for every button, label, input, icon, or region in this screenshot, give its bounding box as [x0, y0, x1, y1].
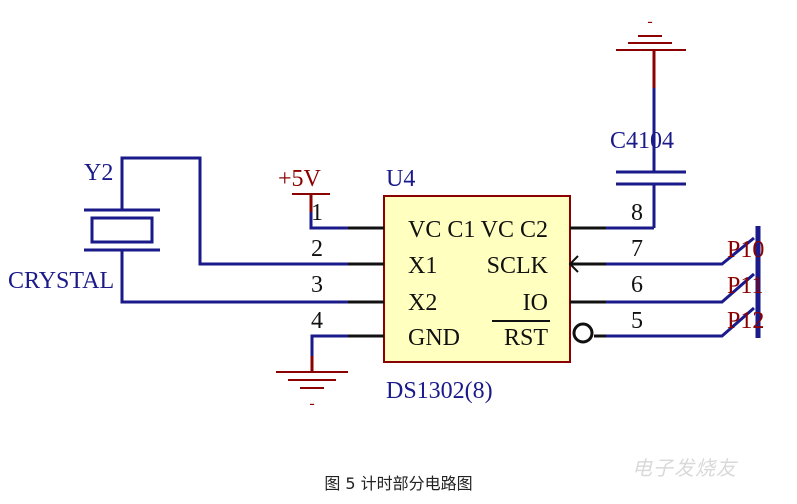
- crystal-value: CRYSTAL: [8, 268, 114, 294]
- pin-name-rst: RST: [504, 325, 548, 351]
- power-label: +5V: [278, 166, 322, 192]
- rst-inversion-bubble: [572, 322, 594, 344]
- pin-number-5: 5: [631, 308, 643, 334]
- port-label-p12: P12: [727, 308, 764, 334]
- pin-name-io: IO: [523, 290, 548, 316]
- port-label-p10: P10: [727, 237, 764, 263]
- capacitor-symbol: [616, 170, 686, 186]
- left-pin-stubs: [348, 226, 384, 338]
- port-wires: [606, 236, 755, 338]
- right-pin-stubs: [570, 226, 606, 338]
- sclk-clock-marker: [568, 255, 579, 273]
- pin-name-x2: X2: [408, 290, 437, 316]
- pin-number-7: 7: [631, 236, 643, 262]
- power-symbol: [292, 193, 348, 230]
- top-ground-symbol: -: [616, 13, 686, 51]
- top-ground-mark: -: [647, 13, 652, 30]
- crystal-ref: Y2: [84, 160, 113, 186]
- pin-number-1: 1: [311, 200, 323, 226]
- capacitor-ref: C4104: [610, 128, 674, 154]
- chip-ref: U4: [386, 166, 415, 192]
- pin-name-x1: X1: [408, 253, 437, 279]
- pin-number-2: 2: [311, 236, 323, 262]
- bottom-ground-mark: -: [309, 395, 314, 412]
- pin-name-gnd: GND: [408, 325, 460, 351]
- gnd-wire: [310, 334, 348, 356]
- pin-number-6: 6: [631, 272, 643, 298]
- watermark: 电子发烧友: [632, 456, 737, 480]
- pin-number-8: 8: [631, 200, 643, 226]
- pin-number-3: 3: [311, 272, 323, 298]
- pin-name-sclk: SCLK: [487, 253, 549, 279]
- pin-name-vcc1: VC C1: [408, 217, 475, 243]
- chip-part: DS1302(8): [386, 378, 493, 404]
- bottom-ground-symbol: -: [276, 356, 348, 412]
- figure-caption: 图 5 计时部分电路图: [324, 474, 473, 493]
- chip-body: [383, 195, 571, 363]
- crystal-symbol: [84, 156, 348, 304]
- pin-name-vcc2: VC C2: [481, 217, 548, 243]
- port-label-p11: P11: [727, 273, 763, 299]
- pin-number-4: 4: [311, 308, 323, 334]
